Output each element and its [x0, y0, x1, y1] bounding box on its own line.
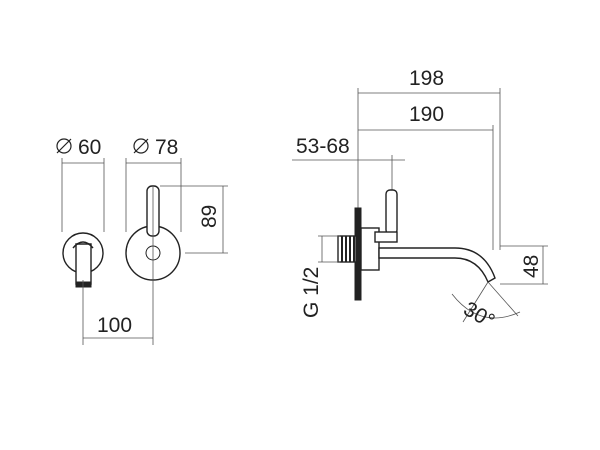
- angle-dimension: 30°: [451, 281, 521, 333]
- spout-diameter-label: 60: [78, 136, 101, 159]
- front-view: 60 78 89: [56, 136, 228, 345]
- wall-depth-label: 53-68: [296, 135, 350, 158]
- spout-escutcheon: [62, 232, 104, 288]
- handle-escutcheon: [125, 185, 181, 281]
- handle: [374, 189, 398, 243]
- spout-length-dimension: 190: [358, 103, 494, 250]
- angle-label: 30°: [460, 297, 499, 333]
- handle-height-dimension: 89: [160, 185, 228, 254]
- spout-diameter-dimension: 60: [56, 136, 105, 232]
- spout-offset-label: 48: [520, 255, 543, 278]
- spacing-label: 100: [97, 314, 132, 337]
- wall-depth-dimension: 53-68: [292, 135, 405, 190]
- total-length-dimension: 198: [357, 67, 501, 250]
- spacing-dimension: 100: [82, 280, 154, 345]
- thread-label: G 1/2: [300, 267, 323, 318]
- side-view: 198 190 53-68: [292, 67, 548, 333]
- spout-offset-dimension: 48: [500, 245, 548, 285]
- spout-length-label: 190: [409, 103, 444, 126]
- thread-connector: [337, 235, 357, 263]
- handle-diameter-dimension: 78: [125, 136, 182, 232]
- diameter-symbol: [133, 138, 149, 154]
- total-length-label: 198: [409, 67, 444, 90]
- diameter-symbol: [56, 138, 72, 154]
- spout: [378, 247, 496, 284]
- handle-diameter-label: 78: [155, 136, 178, 159]
- thread-dimension: G 1/2: [300, 235, 340, 318]
- handle-height-label: 89: [198, 205, 221, 228]
